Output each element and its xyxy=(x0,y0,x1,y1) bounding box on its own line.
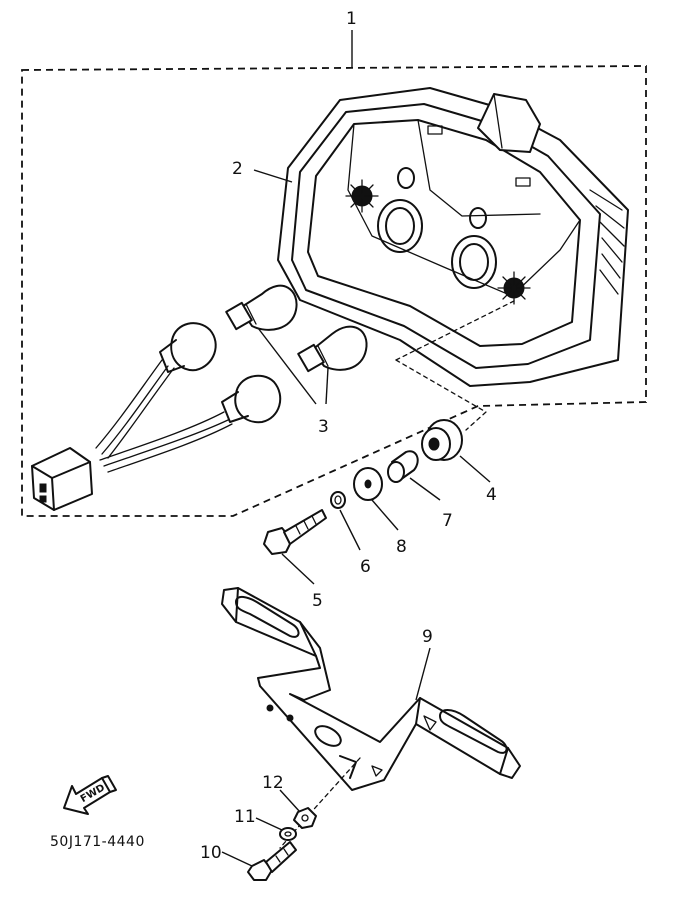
leader-5 xyxy=(281,553,315,585)
callout-7: 7 xyxy=(442,511,453,531)
callout-5: 5 xyxy=(312,591,323,611)
leader-11 xyxy=(255,817,283,831)
mounting-bracket xyxy=(221,587,521,791)
bulb-upper xyxy=(225,284,298,331)
callout-2: 2 xyxy=(232,159,243,179)
leader-4 xyxy=(459,455,491,483)
callout-3: 3 xyxy=(318,417,329,437)
alignment-line xyxy=(395,299,517,361)
callout-1: 1 xyxy=(346,9,357,29)
part-code: 50J171-4440 xyxy=(50,834,145,850)
leader-9 xyxy=(415,647,431,701)
leader-3a xyxy=(257,327,317,405)
grommet xyxy=(421,419,463,461)
nut xyxy=(293,807,317,829)
plate-washer xyxy=(353,467,383,501)
leader-2 xyxy=(253,169,293,183)
leader-10 xyxy=(221,851,253,867)
washer-small xyxy=(279,827,297,841)
leader-7 xyxy=(409,477,441,501)
forward-arrow-icon: FWD xyxy=(63,775,117,815)
bolt xyxy=(263,509,327,555)
wiring-harness xyxy=(31,322,282,511)
callout-10: 10 xyxy=(200,843,222,863)
leader-12 xyxy=(279,789,301,813)
callout-12: 12 xyxy=(262,773,284,793)
lock-washer xyxy=(330,491,346,509)
collar xyxy=(387,450,419,483)
callout-9: 9 xyxy=(422,627,433,647)
callout-6: 6 xyxy=(360,557,371,577)
bulb-lower xyxy=(297,325,368,373)
callout-4: 4 xyxy=(486,485,497,505)
taillight-housing xyxy=(277,87,629,387)
screw xyxy=(247,841,297,881)
assembly-boundary xyxy=(21,65,647,517)
leader-8 xyxy=(371,499,399,531)
leader-6 xyxy=(339,509,361,551)
callout-11: 11 xyxy=(234,807,256,827)
alignment-line-2 xyxy=(395,359,487,431)
leader-3b xyxy=(325,367,329,405)
callout-8: 8 xyxy=(396,537,407,557)
